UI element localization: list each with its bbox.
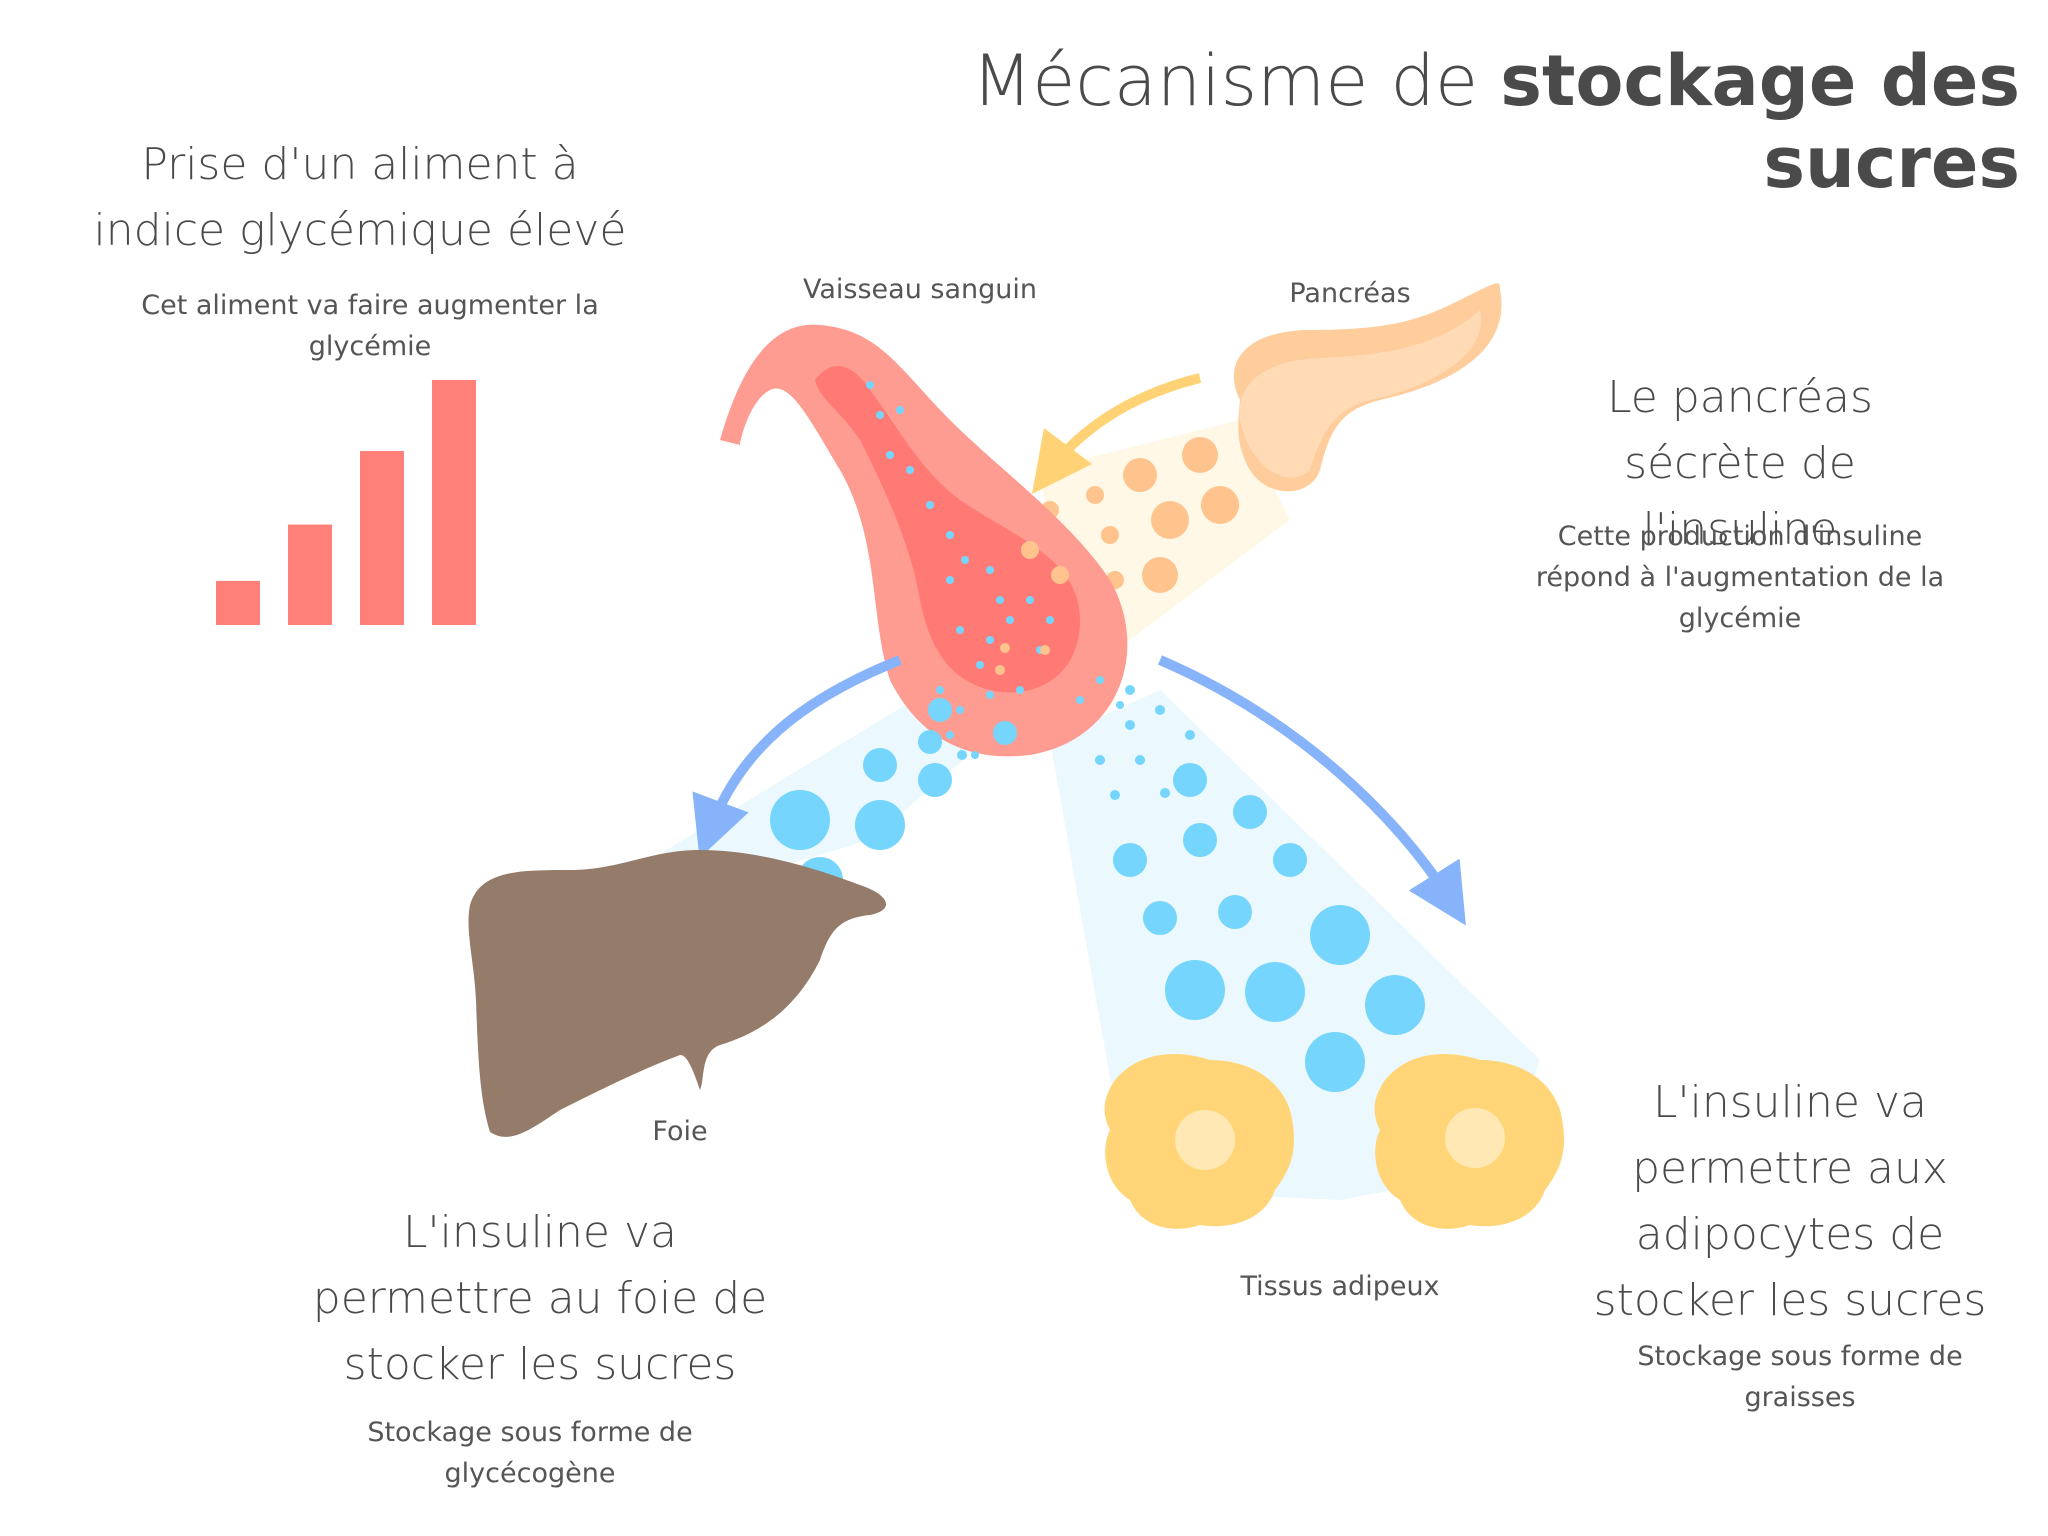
- pancreas: [1233, 283, 1502, 492]
- step2-heading: Le pancréas sécrète de l'insuline: [1607, 372, 1873, 555]
- step1-description: Cet aliment va faire augmenter la glycém…: [141, 290, 599, 362]
- label-blood-vessel: Vaisseau sanguin: [803, 274, 1037, 305]
- arrow-to-liver: [692, 655, 902, 859]
- step4-heading: L'insuline va permettre aux adipocytes d…: [1593, 1077, 1987, 1326]
- title-normal: Mécanisme de: [971, 40, 1501, 122]
- step3-heading: L'insuline va permettre au foie de stock…: [312, 1207, 768, 1390]
- blood-vessel: [720, 324, 1128, 757]
- glycemia-bar: [360, 451, 404, 625]
- glucose-particles-vessel: [866, 381, 1124, 759]
- step4-description: Stockage sous forme de graisses: [1637, 1341, 1963, 1413]
- liver: [468, 850, 887, 1137]
- page-title: Mécanisme de stockage des sucres: [820, 40, 2020, 204]
- glycemia-bar: [288, 524, 332, 625]
- glucose-particles-adipose: [1095, 685, 1425, 1092]
- glycemia-bar: [432, 380, 476, 625]
- adipocyte-right: [1374, 1054, 1565, 1229]
- step3-description: Stockage sous forme de glycécogène: [367, 1417, 693, 1489]
- label-adipose: Tissus adipeux: [1240, 1271, 1440, 1302]
- glycemia-bars: [216, 380, 476, 625]
- title-bold: stockage des sucres: [1500, 40, 2020, 204]
- label-pancreas: Pancréas: [1289, 278, 1411, 309]
- insulin-particles-vessel: [995, 541, 1069, 675]
- step1-heading: Prise d'un aliment à indice glycémique é…: [93, 139, 627, 256]
- arrow-insulin-to-vessel: [1031, 373, 1202, 494]
- arrow-to-adipose: [1158, 655, 1466, 926]
- step2-description: Cette production d'insuline répond à l'a…: [1535, 521, 1945, 634]
- glycemia-bar: [216, 580, 260, 625]
- label-liver: Foie: [652, 1116, 708, 1147]
- adipocyte-left: [1104, 1054, 1295, 1229]
